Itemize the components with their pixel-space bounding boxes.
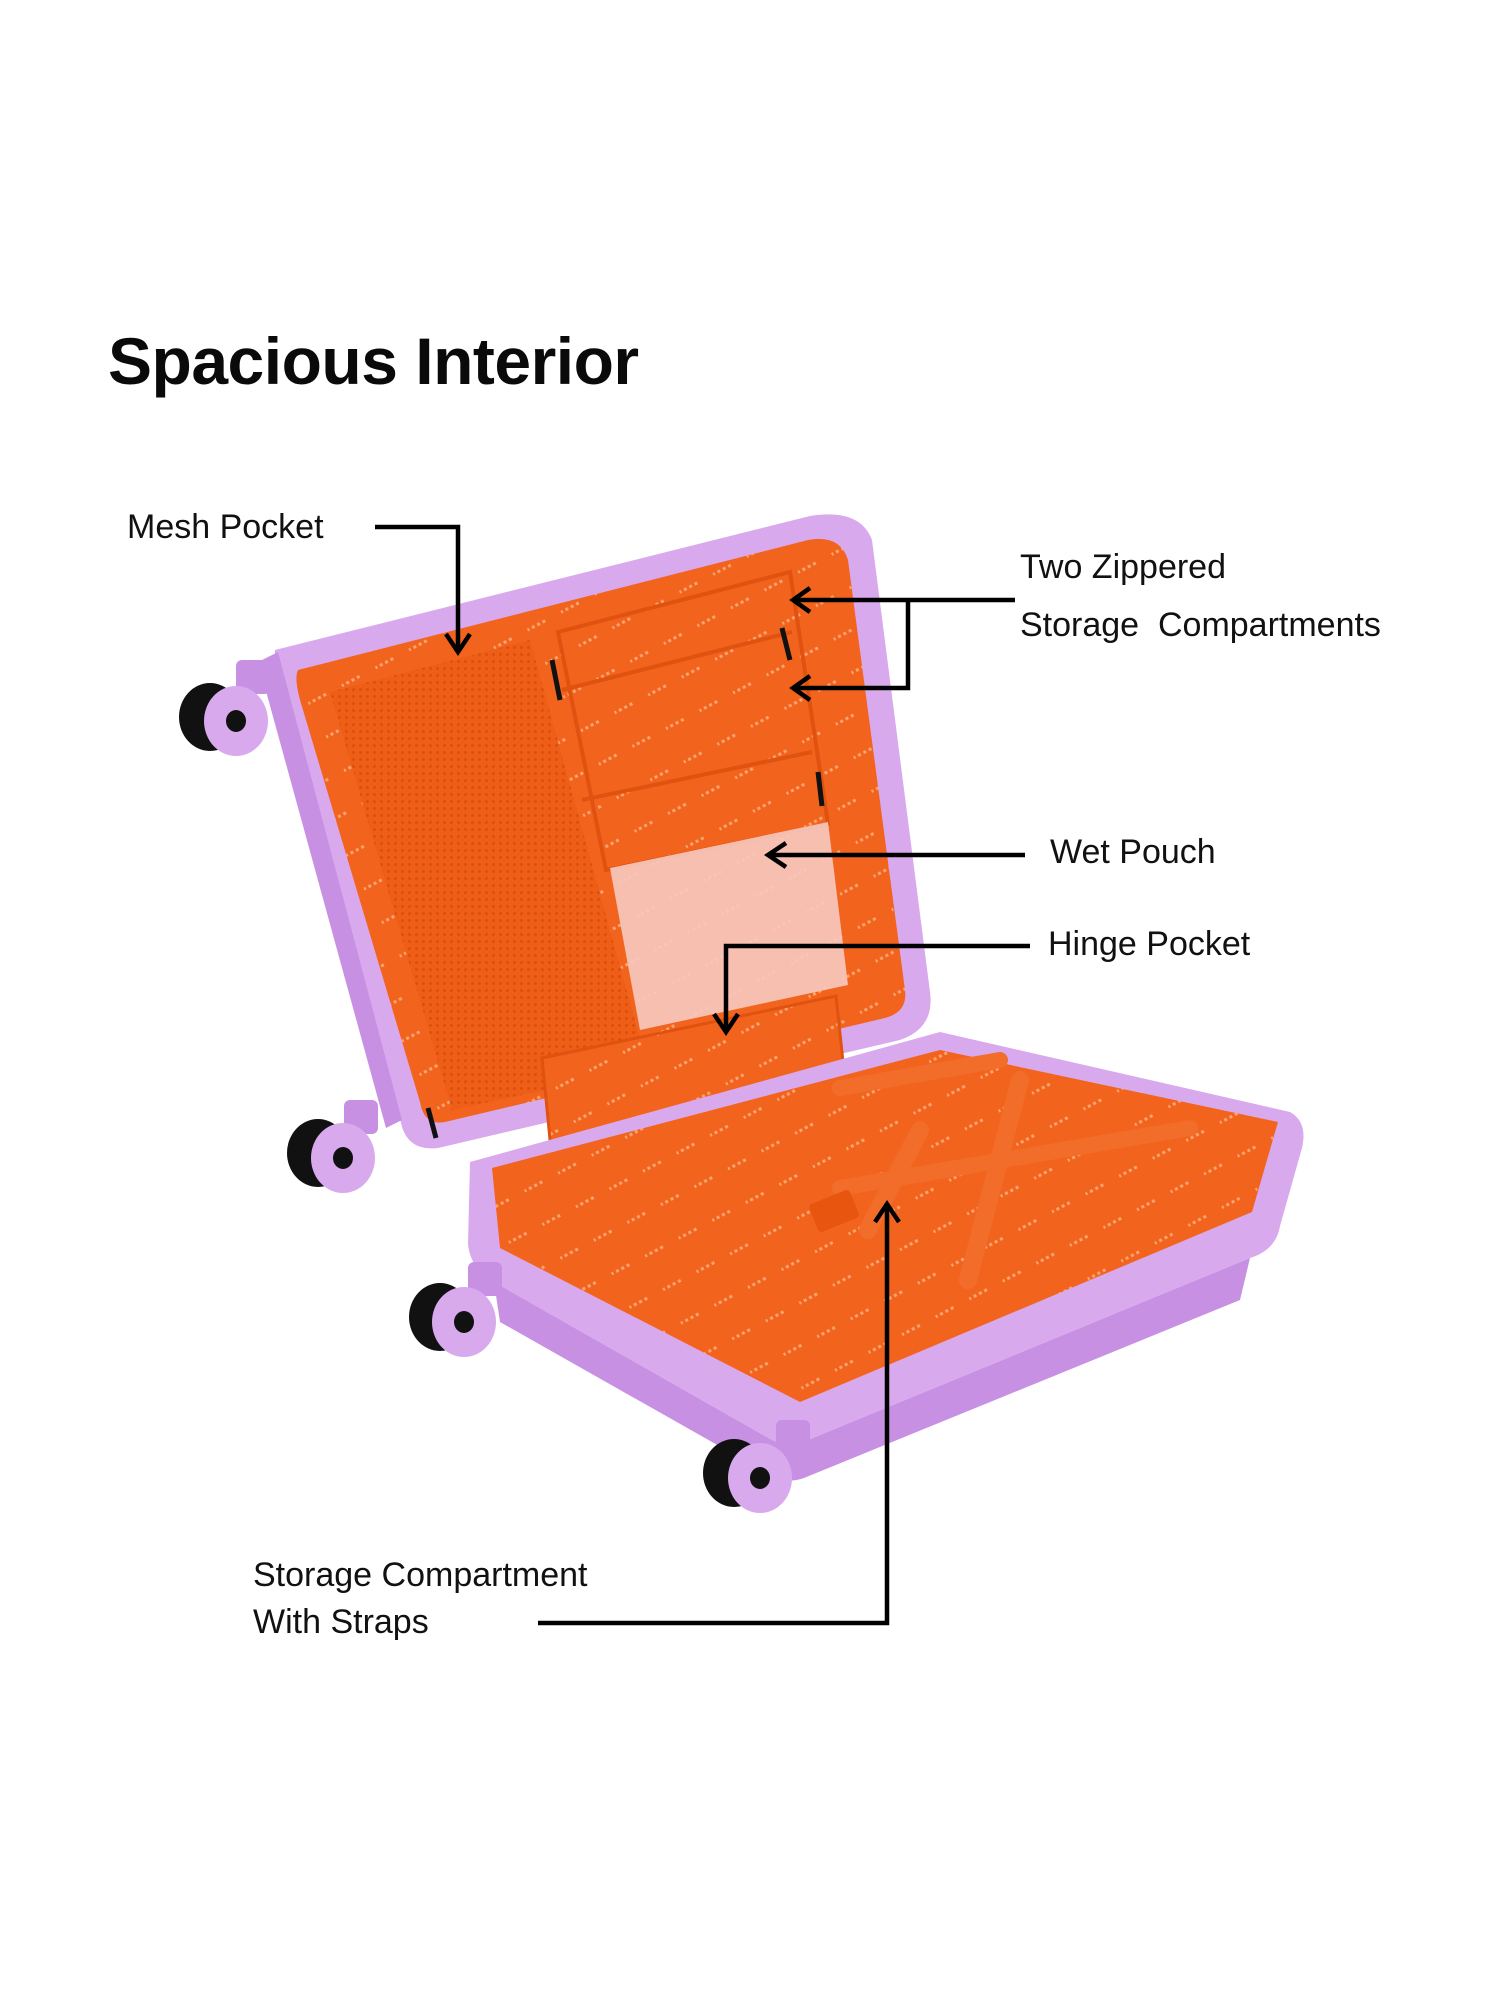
callout-arrows bbox=[375, 524, 1030, 1626]
wheels bbox=[179, 660, 810, 1513]
callout-wet-pouch: Wet Pouch bbox=[1050, 833, 1216, 871]
callout-two-zippered-line2: Storage Compartments bbox=[1020, 606, 1381, 644]
arrow-wet-pouch bbox=[763, 841, 1025, 869]
wet-pouch bbox=[610, 822, 848, 1030]
wheel-front-left bbox=[409, 1262, 502, 1357]
wheel-front-right bbox=[703, 1420, 810, 1513]
callout-storage-straps-line1: Storage Compartment bbox=[253, 1556, 588, 1594]
arrow-storage-straps bbox=[538, 1199, 901, 1626]
suitcase-lid bbox=[258, 514, 931, 1162]
wheel-top-left bbox=[179, 660, 270, 756]
compartment-straps bbox=[859, 1071, 1029, 1289]
mesh-pocket bbox=[330, 640, 648, 1110]
wheel-middle-left bbox=[287, 1100, 378, 1193]
callout-storage-straps-line2: With Straps bbox=[253, 1603, 429, 1641]
page-title: Spacious Interior bbox=[108, 324, 639, 398]
callout-two-zippered-line1: Two Zippered bbox=[1020, 548, 1226, 586]
arrow-two-zippered bbox=[789, 586, 1015, 702]
arrow-hinge-pocket bbox=[712, 943, 1030, 1037]
callout-mesh-pocket: Mesh Pocket bbox=[127, 508, 324, 546]
callout-hinge-pocket: Hinge Pocket bbox=[1048, 925, 1251, 963]
arrow-mesh-pocket bbox=[375, 524, 472, 657]
